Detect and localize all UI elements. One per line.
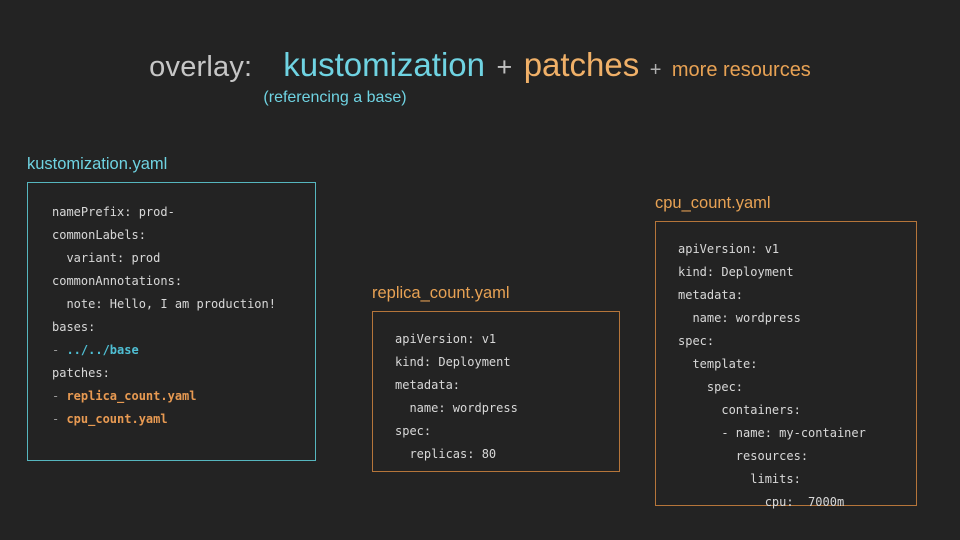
code-line: bases: (52, 316, 315, 339)
title-term-kustomization: kustomization (283, 46, 485, 83)
code-text: limits: (678, 471, 801, 486)
title-line: overlay: kustomization + patches + more … (0, 48, 960, 82)
code-text: spec: (678, 333, 715, 348)
code-text: patches: (52, 365, 110, 380)
title-plus-1: + (496, 52, 513, 82)
title-term-patches: patches (523, 46, 640, 83)
code-list-dash: - (52, 388, 67, 403)
code-line: - name: my-container (678, 422, 916, 445)
code-text: commonAnnotations: (52, 273, 183, 288)
code-line: kind: Deployment (678, 261, 916, 284)
code-content: namePrefix: prod-commonLabels: variant: … (52, 201, 315, 431)
card-label: cpu_count.yaml (655, 194, 771, 212)
code-text: name: wordpress (678, 310, 801, 325)
code-line: metadata: (678, 284, 916, 307)
code-line: commonAnnotations: (52, 270, 315, 293)
code-text: commonLabels: (52, 227, 146, 242)
code-text: namePrefix: prod- (52, 204, 175, 219)
code-text: note: Hello, I am production! (52, 296, 276, 311)
code-text: apiVersion: v1 (395, 331, 497, 346)
code-text: - name: my-container (678, 425, 866, 440)
card-label: kustomization.yaml (27, 155, 168, 173)
code-text: kind: Deployment (678, 264, 794, 279)
code-text: containers: (678, 402, 801, 417)
code-line: commonLabels: (52, 224, 315, 247)
code-line: kind: Deployment (395, 351, 619, 374)
code-line: apiVersion: v1 (678, 238, 916, 261)
code-line: cpu: 7000m (678, 491, 916, 514)
code-line: limits: (678, 468, 916, 491)
code-line: spec: (678, 376, 916, 399)
code-text: name: wordpress (395, 400, 518, 415)
code-line: namePrefix: prod- (52, 201, 315, 224)
title-prefix: overlay: (149, 51, 253, 83)
code-line: apiVersion: v1 (395, 328, 619, 351)
code-line: containers: (678, 399, 916, 422)
yaml-card-cpu-count: cpu_count.yaml apiVersion: v1 kind: Deplo… (655, 194, 917, 509)
code-text: resources: (678, 448, 809, 463)
code-list-dash: - (52, 411, 67, 426)
title-area: overlay: kustomization + patches + more … (0, 48, 960, 107)
code-text: cpu: 7000m (678, 494, 845, 509)
code-list-dash: - (52, 342, 67, 357)
yaml-card-kustomization: kustomization.yaml namePrefix: prod-comm… (27, 156, 316, 461)
code-text: replica_count.yaml (66, 388, 197, 403)
code-line: - cpu_count.yaml (52, 408, 315, 431)
code-text: ../../base (66, 342, 139, 357)
code-line: - ../../base (52, 339, 315, 362)
code-block: namePrefix: prod-commonLabels: variant: … (27, 181, 316, 461)
code-text: variant: prod (52, 250, 161, 265)
code-text: bases: (52, 319, 96, 334)
title-term-more-resources: more resources (671, 59, 811, 81)
code-line: replicas: 80 (395, 443, 619, 466)
code-line: template: (678, 353, 916, 376)
code-line: spec: (678, 330, 916, 353)
code-line: spec: (395, 420, 619, 443)
code-text: spec: (395, 423, 432, 438)
code-line: name: wordpress (678, 307, 916, 330)
code-line: patches: (52, 362, 315, 385)
code-line: note: Hello, I am production! (52, 293, 315, 316)
code-line: name: wordpress (395, 397, 619, 420)
yaml-card-replica-count: replica_count.yaml apiVersion: v1 kind: D… (372, 285, 620, 472)
code-text: metadata: (395, 377, 461, 392)
code-text: replicas: 80 (395, 446, 497, 461)
code-text: metadata: (678, 287, 744, 302)
code-text: template: (678, 356, 758, 371)
code-line: - replica_count.yaml (52, 385, 315, 408)
code-text: kind: Deployment (395, 354, 511, 369)
code-text: spec: (678, 379, 744, 394)
title-subtitle: (referencing a base) (263, 89, 407, 106)
card-label: replica_count.yaml (372, 284, 510, 302)
code-text: apiVersion: v1 (678, 241, 780, 256)
code-line: variant: prod (52, 247, 315, 270)
code-text: cpu_count.yaml (66, 411, 168, 426)
title-plus-2: + (649, 59, 662, 81)
code-line: metadata: (395, 374, 619, 397)
code-line: resources: (678, 445, 916, 468)
